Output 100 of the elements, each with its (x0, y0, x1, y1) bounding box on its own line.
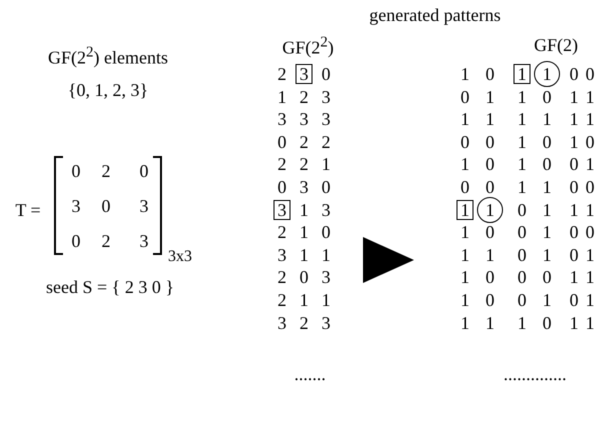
binary-digit: 1 (460, 154, 470, 174)
binary-digit: 0 (486, 64, 494, 84)
binary-digit: 1 (518, 312, 526, 333)
boxed-digit: 1 (456, 200, 474, 220)
binary-digit: 1 (570, 109, 578, 130)
binary-digit: 0 (570, 290, 578, 310)
binary-digit: 0 (542, 267, 552, 288)
binary-digit: 0 (542, 312, 552, 333)
field-element-digit: 1 (322, 154, 330, 174)
binary-digit: 1 (586, 86, 594, 107)
ellipsis: ....... (294, 364, 326, 384)
boxed-digit: 1 (514, 64, 530, 84)
matrix-entry: 0 (102, 196, 110, 216)
field-element-digit: 2 (300, 86, 308, 107)
circled-digit: 1 (477, 196, 503, 223)
binary-digit: 0 (586, 177, 594, 197)
binary-digit: 1 (518, 177, 526, 197)
field-element-digit: 3 (278, 109, 286, 130)
field-element-digit: 3 (300, 177, 308, 197)
matrix-name: T = (15, 200, 41, 220)
ellipsis: .............. (504, 364, 566, 384)
binary-digit: 1 (542, 177, 552, 197)
binary-digit: 0 (518, 290, 526, 310)
binary-digit: 0 (518, 222, 526, 242)
field-element-digit: 3 (322, 86, 330, 107)
binary-digit: 1 (460, 222, 470, 242)
binary-digit: 1 (460, 109, 470, 130)
binary-digit: 1 (570, 132, 578, 152)
matrix-size: 3x3 (168, 247, 192, 267)
field-element-digit: 2 (278, 64, 286, 84)
field-element-digit: 0 (300, 267, 308, 288)
field-element-digit: 2 (278, 222, 286, 242)
binary-digit: 0 (570, 154, 578, 174)
matrix-entry: 2 (102, 231, 110, 251)
binary-digit: 0 (486, 222, 494, 242)
heading: GF(2$^{2}$) elements (48, 44, 168, 68)
binary-digit: 1 (542, 200, 552, 220)
binary-digit: 1 (586, 200, 594, 220)
binary-digit: 0 (570, 222, 578, 242)
field-element-digit: 1 (300, 200, 308, 220)
binary-digit: 1 (570, 200, 578, 220)
field-element-digit: 3 (322, 200, 330, 220)
column-heading: GF(2$^{2}$) (282, 34, 334, 58)
binary-digit: 0 (518, 200, 526, 220)
binary-digit: 1 (586, 312, 594, 333)
field-element-digit: 0 (322, 64, 330, 84)
binary-digit: 1 (460, 267, 470, 288)
binary-digit: 1 (518, 154, 526, 174)
matrix-entry: 3 (140, 231, 148, 251)
field-element-digit: 3 (322, 312, 330, 333)
field-element-digit: 1 (300, 222, 308, 242)
binary-digit: 0 (542, 86, 552, 107)
binary-digit: 1 (460, 290, 470, 310)
set-text: {0, 1, 2, 3} (68, 80, 148, 100)
binary-digit: 0 (570, 64, 578, 84)
binary-digit: 1 (586, 244, 594, 265)
binary-digit: 0 (542, 154, 552, 174)
field-element-digit: 1 (278, 86, 286, 107)
heading: generated patterns (369, 5, 501, 25)
field-element-digit: 2 (300, 154, 308, 174)
binary-digit: 1 (460, 64, 470, 84)
binary-digit: 0 (460, 132, 470, 152)
field-element-digit: 2 (278, 154, 286, 174)
binary-digit: 0 (586, 132, 594, 152)
field-element-digit: 2 (300, 132, 308, 152)
field-element-digit: 2 (300, 312, 308, 333)
field-element-digit: 3 (300, 109, 308, 130)
binary-digit: 1 (486, 244, 494, 265)
matrix-entry: 0 (72, 161, 80, 181)
binary-digit: 0 (570, 177, 578, 197)
field-element-digit: 3 (322, 109, 330, 130)
circled-digit: 1 (534, 61, 560, 87)
boxed-digit: 3 (296, 64, 312, 84)
binary-digit: 0 (486, 290, 494, 310)
binary-digit: 1 (518, 109, 526, 130)
matrix-entry: 0 (140, 161, 148, 181)
field-element-digit: 1 (300, 244, 308, 265)
binary-digit: 0 (460, 86, 470, 107)
binary-digit: 1 (542, 290, 552, 310)
binary-digit: 0 (586, 222, 594, 242)
binary-digit: 0 (542, 132, 552, 152)
binary-digit: 1 (542, 244, 552, 265)
binary-digit: 1 (460, 312, 470, 333)
matrix-entry: 0 (72, 231, 80, 251)
binary-digit: 1 (486, 109, 494, 130)
binary-digit: 0 (586, 64, 594, 84)
binary-digit: 0 (486, 267, 494, 288)
binary-digit: 1 (460, 244, 470, 265)
matrix-entry: 3 (72, 196, 80, 216)
binary-digit: 1 (486, 86, 494, 107)
field-element-digit: 0 (278, 177, 286, 197)
field-element-digit: 1 (322, 244, 330, 265)
field-element-digit: 2 (322, 132, 330, 152)
binary-digit: 1 (518, 132, 526, 152)
field-element-digit: 3 (322, 267, 330, 288)
binary-digit: 1 (570, 267, 578, 288)
binary-digit: 0 (518, 244, 526, 265)
field-element-digit: 3 (278, 312, 286, 333)
field-element-digit: 1 (322, 290, 330, 310)
binary-digit: 1 (570, 312, 578, 333)
